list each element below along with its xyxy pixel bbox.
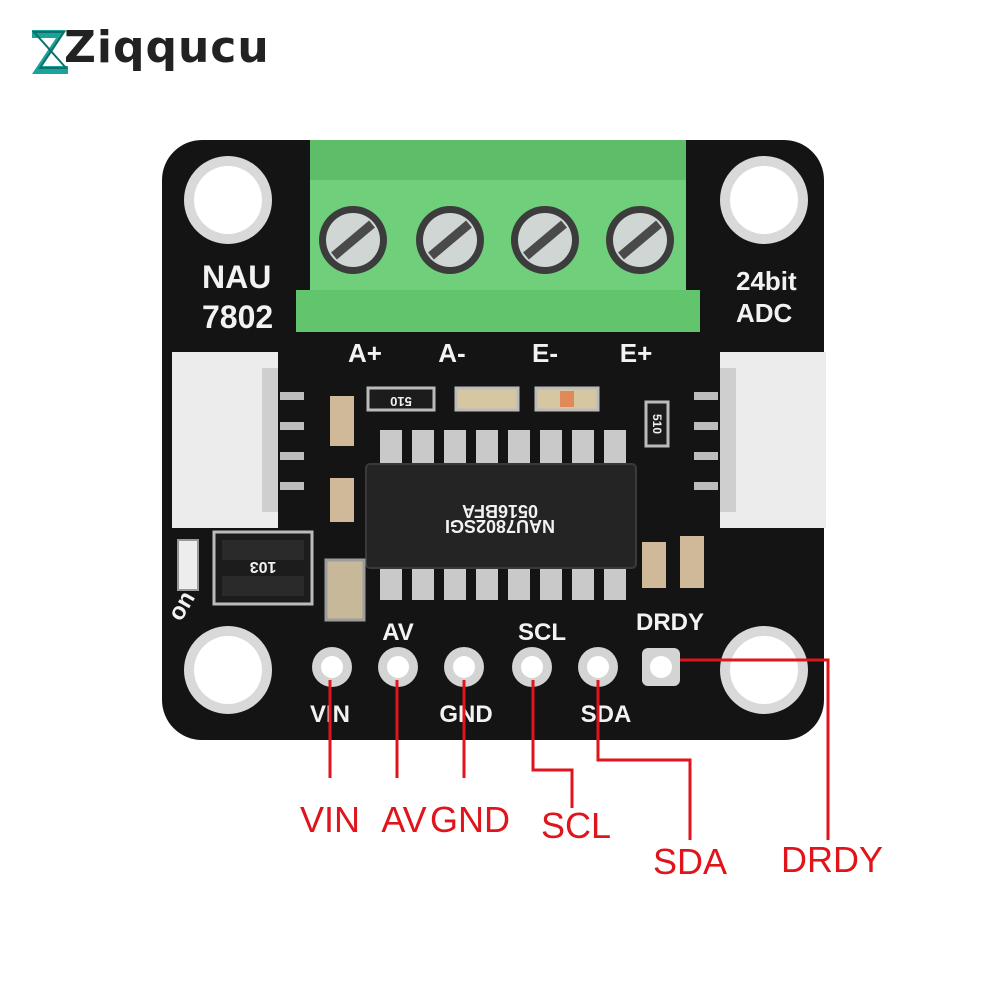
callout-label-drdy: DRDY xyxy=(781,839,883,880)
pin-label-scl: SCL xyxy=(518,619,566,646)
callout-label-vin: VIN xyxy=(300,799,360,840)
resistor-510-side-label: 510 xyxy=(650,414,664,434)
smd-capacitor-right-2 xyxy=(680,536,704,588)
mounting-hole-bottom-right xyxy=(720,626,808,714)
connector-right xyxy=(694,352,826,528)
mounting-hole-top-right xyxy=(720,156,808,244)
board-spec-line1: 24bit xyxy=(736,266,797,296)
brand-name: Ziqqucu xyxy=(64,22,270,73)
callout-line-sda xyxy=(596,680,692,840)
terminal-screw-3 xyxy=(511,206,579,274)
nau7802-chip xyxy=(365,430,637,600)
smd-capacitor-left-1 xyxy=(330,396,354,446)
pin-label-sda: SDA xyxy=(581,701,632,728)
smd-resistor-top xyxy=(366,386,436,412)
board-title-line1: NAU xyxy=(202,259,271,295)
terminal-label-1: A+ xyxy=(348,338,382,368)
terminal-screw-4 xyxy=(606,206,674,274)
board-spec-line2: ADC xyxy=(736,298,793,328)
smd-capacitor-left-2 xyxy=(330,478,354,522)
terminal-label-4: E+ xyxy=(620,338,653,368)
smd-capacitor-right-1 xyxy=(642,542,666,588)
terminal-label-2: A- xyxy=(438,338,465,368)
header-pad-av xyxy=(378,647,418,687)
header-pad-sda xyxy=(578,647,618,687)
chip-marking-line2: NAU7802SGI xyxy=(445,516,555,536)
terminal-label-3: E- xyxy=(532,338,558,368)
smd-capacitor-top-1 xyxy=(454,386,520,412)
header-pad-vin xyxy=(312,647,352,687)
callout-label-sda: SDA xyxy=(653,841,727,882)
smd-capacitor-large xyxy=(324,558,366,622)
terminal-screw-2 xyxy=(416,206,484,274)
callout-label-gnd: GND xyxy=(430,799,510,840)
terminal-screw-1 xyxy=(319,206,387,274)
header-pad-gnd xyxy=(444,647,484,687)
pin-label-av: AV xyxy=(382,619,414,646)
mounting-hole-top-left xyxy=(184,156,272,244)
callout-lines xyxy=(328,658,830,840)
pin-label-drdy: DRDY xyxy=(636,609,704,636)
callout-line-scl xyxy=(531,680,574,808)
header-pad-scl xyxy=(512,647,552,687)
header-pad-drdy xyxy=(642,648,680,686)
screw-terminal-block xyxy=(296,140,700,332)
mounting-hole-bottom-left xyxy=(184,626,272,714)
chip-marking-line1: 0516BFA xyxy=(462,501,538,521)
callout-line-drdy xyxy=(680,658,830,840)
callout-label-av: AV xyxy=(381,799,426,840)
smd-capacitor-top-2 xyxy=(534,386,600,412)
callout-label-scl: SCL xyxy=(541,805,611,846)
resistor-network xyxy=(212,530,314,606)
brand-z-icon xyxy=(31,30,69,74)
resistor-510-top-label: 510 xyxy=(390,394,412,409)
power-led xyxy=(177,539,199,591)
smd-resistor-side xyxy=(644,400,670,448)
pin-label-gnd: GND xyxy=(439,701,492,728)
brand-logo: Ziqqucu xyxy=(30,18,269,78)
connector-left xyxy=(172,352,304,528)
board-title-line2: 7802 xyxy=(202,299,273,335)
resistor-103-label: 103 xyxy=(250,558,277,575)
